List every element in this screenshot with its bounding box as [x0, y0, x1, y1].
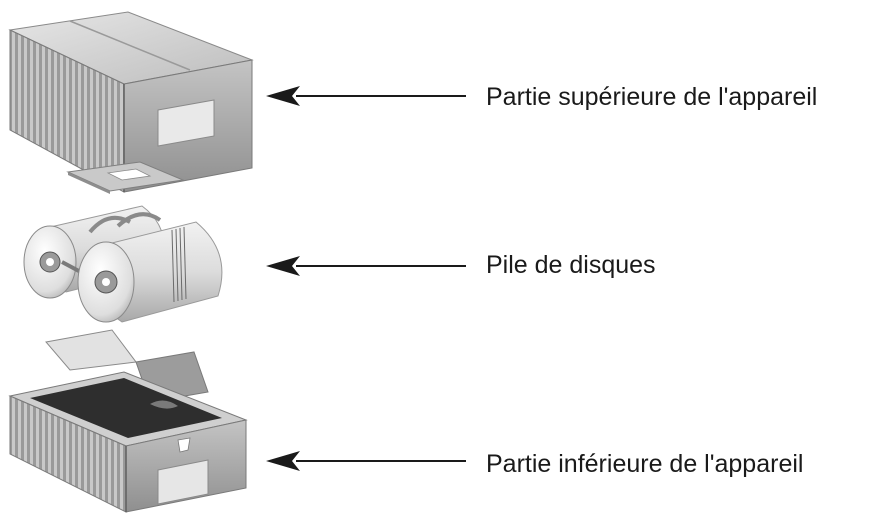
disk-stack-icon: [24, 206, 222, 322]
label-disk-stack: Pile de disques: [486, 251, 656, 280]
label-bottom-part: Partie inférieure de l'appareil: [486, 450, 803, 479]
device-bottom-part-icon: [10, 330, 246, 512]
arrow-bottom: [266, 451, 466, 471]
label-top-part: Partie supérieure de l'appareil: [486, 83, 817, 112]
arrow-middle: [266, 256, 466, 276]
arrow-top: [266, 86, 466, 106]
